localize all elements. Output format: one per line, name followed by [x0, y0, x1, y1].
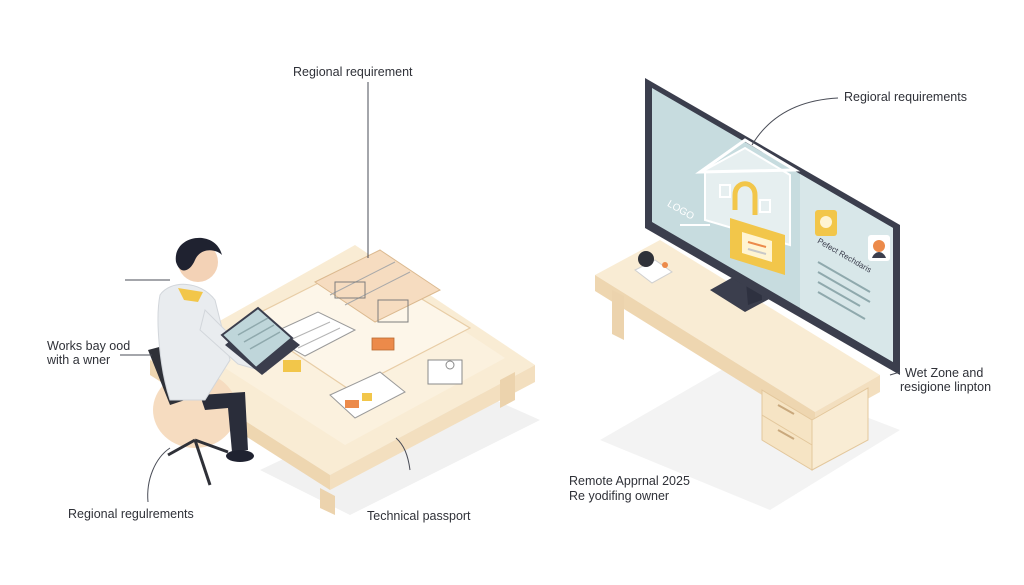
label-top-center: Regional requirement — [293, 65, 413, 79]
leader-lines — [120, 82, 901, 503]
label-left-line2: with a wner — [47, 353, 111, 367]
desk — [595, 240, 900, 510]
smart-speaker-icon — [634, 251, 673, 284]
person-icon — [148, 237, 271, 486]
label-right-line2: resigione linpton — [900, 380, 992, 394]
label-bottom-right-line1: Remote Apprnal 2025 — [569, 474, 690, 488]
label-bottom-left: Regional regulrements — [68, 507, 194, 521]
label-right-line1: Wet Zone and — [905, 366, 984, 380]
laptop-icon — [220, 306, 301, 375]
label-bottom-right-line2: Re yodifing owner — [569, 489, 670, 503]
avatar-icon — [815, 210, 890, 320]
house-lock-icon — [680, 138, 801, 275]
label-left-line1: Works bay ood — [47, 339, 131, 353]
label-bottom-center: Technical passport — [367, 509, 471, 523]
label-top-right: Regioral requirements — [844, 90, 967, 104]
